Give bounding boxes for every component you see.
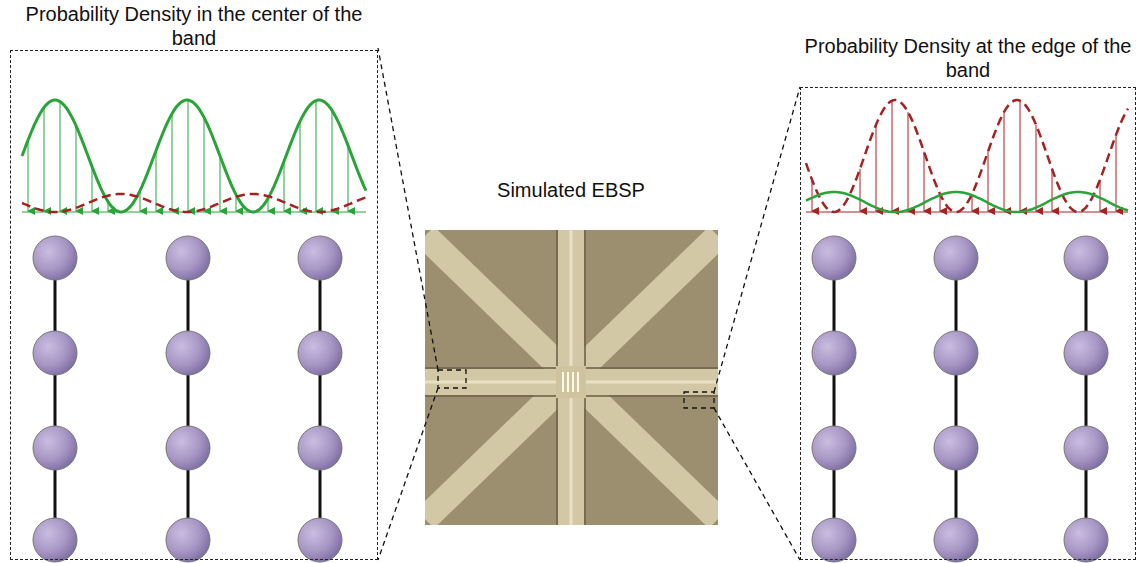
right-lattice	[806, 100, 1128, 562]
image-title: Simulated EBSP	[497, 178, 645, 202]
inset-heading: Probability Density at the edge of the b…	[801, 34, 1135, 82]
left-lattice	[22, 100, 366, 562]
dashed-inset-box: Probability Density in the center of the…	[10, 50, 378, 560]
leader-lines	[378, 48, 800, 560]
dashed-inset-box: Probability Density at the edge of the b…	[800, 87, 1136, 560]
inset-heading: Probability Density in the center of the…	[11, 2, 377, 50]
ebsp-image	[425, 230, 718, 525]
